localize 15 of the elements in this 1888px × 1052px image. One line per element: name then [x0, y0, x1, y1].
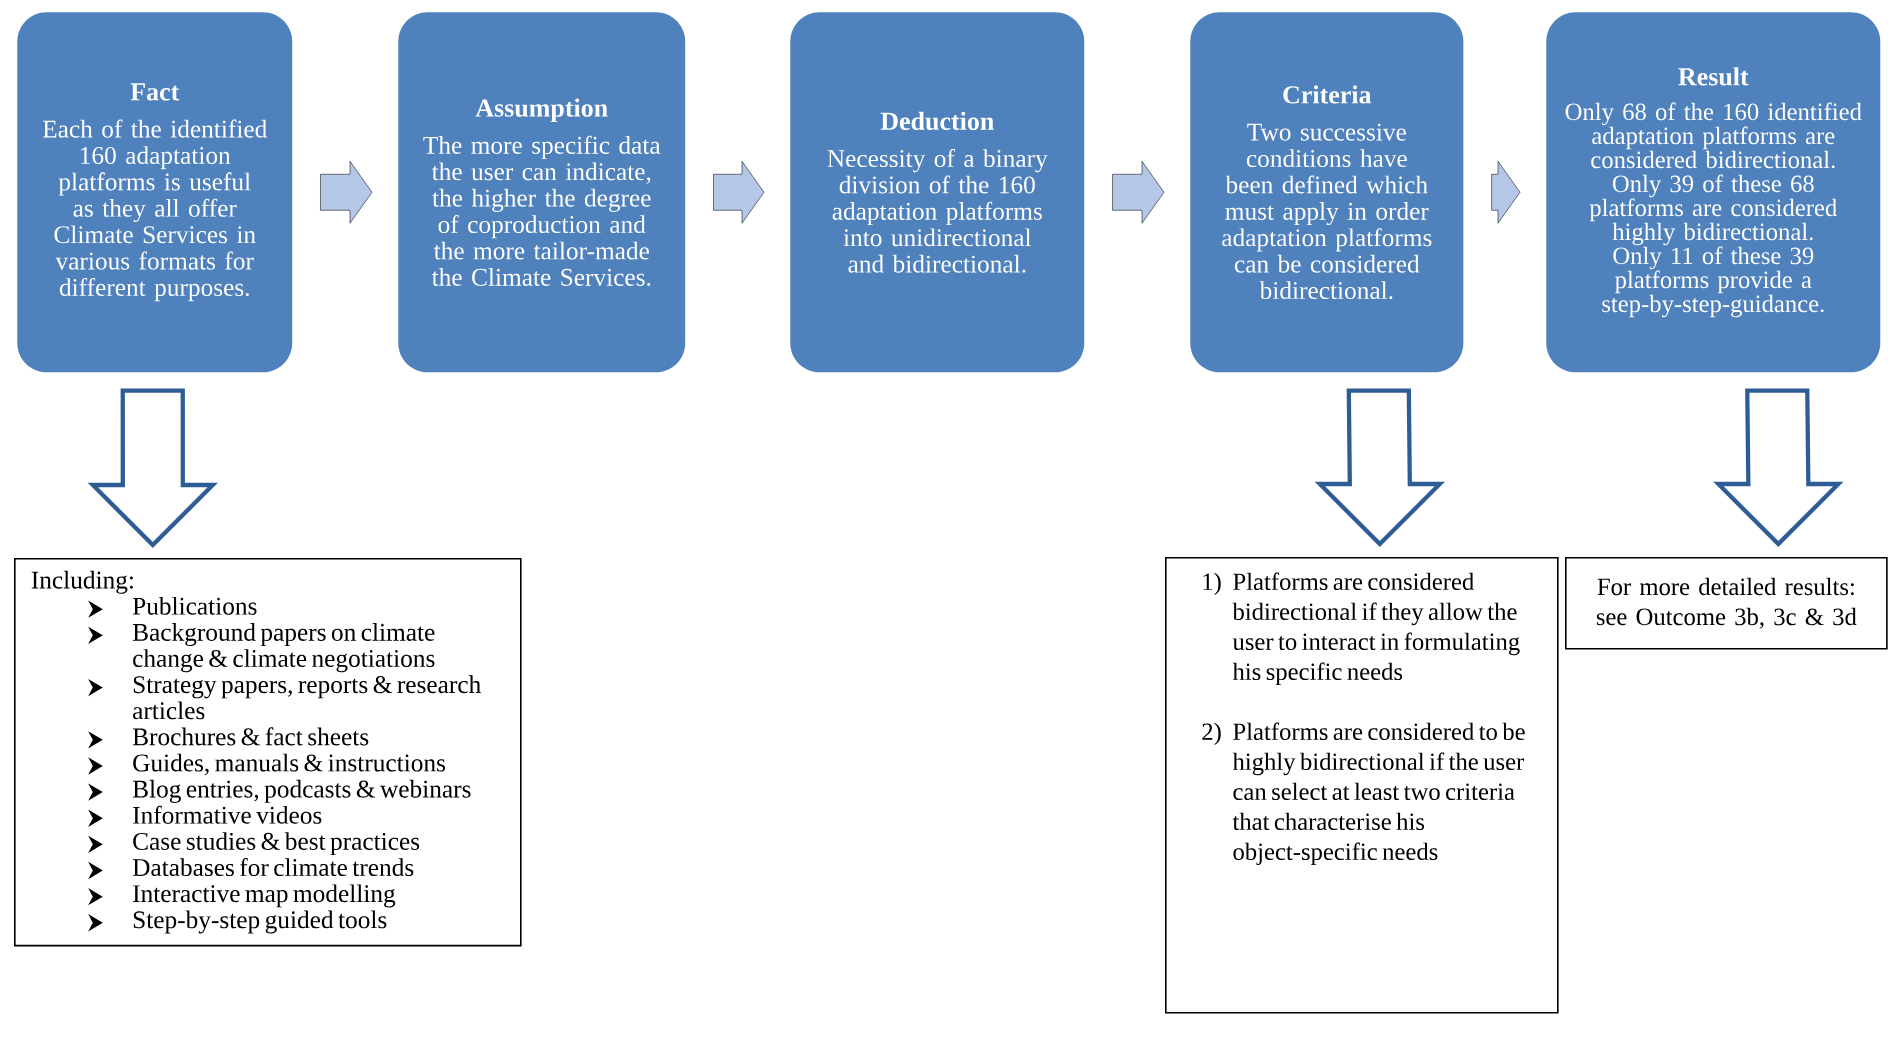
- block-arrow: [320, 161, 373, 224]
- step-box: Deduction Necessity of a binary division of the 160 adaptation platforms into unidirectional and bidirectional.: [790, 12, 1085, 373]
- note-box: For more detailed results: see Outcome 3b, 3c & 3d: [1565, 557, 1888, 650]
- step-box: Result Only 68 of the 160 identified adaptation platforms are considered bidirectional. Only 39 of these 68 platforms are considered highly bidirectional. Only 11 of these 39 platforms provide a step-by-step-guidance.: [1546, 12, 1881, 373]
- step-box: Criteria Two successive conditions have been defined which must apply in order adaptation platforms can be considered bidirectional.: [1190, 12, 1464, 373]
- block-arrow: [87, 388, 218, 548]
- block-arrow: [713, 161, 765, 224]
- criteria-box: 1) Platforms are considered bidirectional if they allow the user to interact in formulating his specific needs 2) Platforms are considered to be highly bidirectional if the user can select at least two criteria that characterise his object-specific needs: [1165, 557, 1559, 1014]
- list-box: Including: Publications Background papers on climate change & climate negotiations Strategy papers, reports & research articles Brochures & fact sheets Guides, manuals & instructions Blog entries, podcasts & webinars Informative videos Case studies & best practices Databases for climate trends Interactive map modelling Step-by-step guided tools: [14, 558, 522, 947]
- block-arrow: [1314, 388, 1445, 547]
- step-box: Assumption The more specific data the user can indicate, the higher the degree of coproduction and the more tailor-made the Climate Services.: [398, 12, 686, 373]
- step-box: Fact Each of the identified 160 adaptation platforms is useful as they all offer Climate Services in various formats for different purposes.: [17, 12, 293, 373]
- block-arrow: [1713, 388, 1844, 547]
- block-arrow: [1491, 161, 1521, 224]
- block-arrow: [1112, 161, 1165, 224]
